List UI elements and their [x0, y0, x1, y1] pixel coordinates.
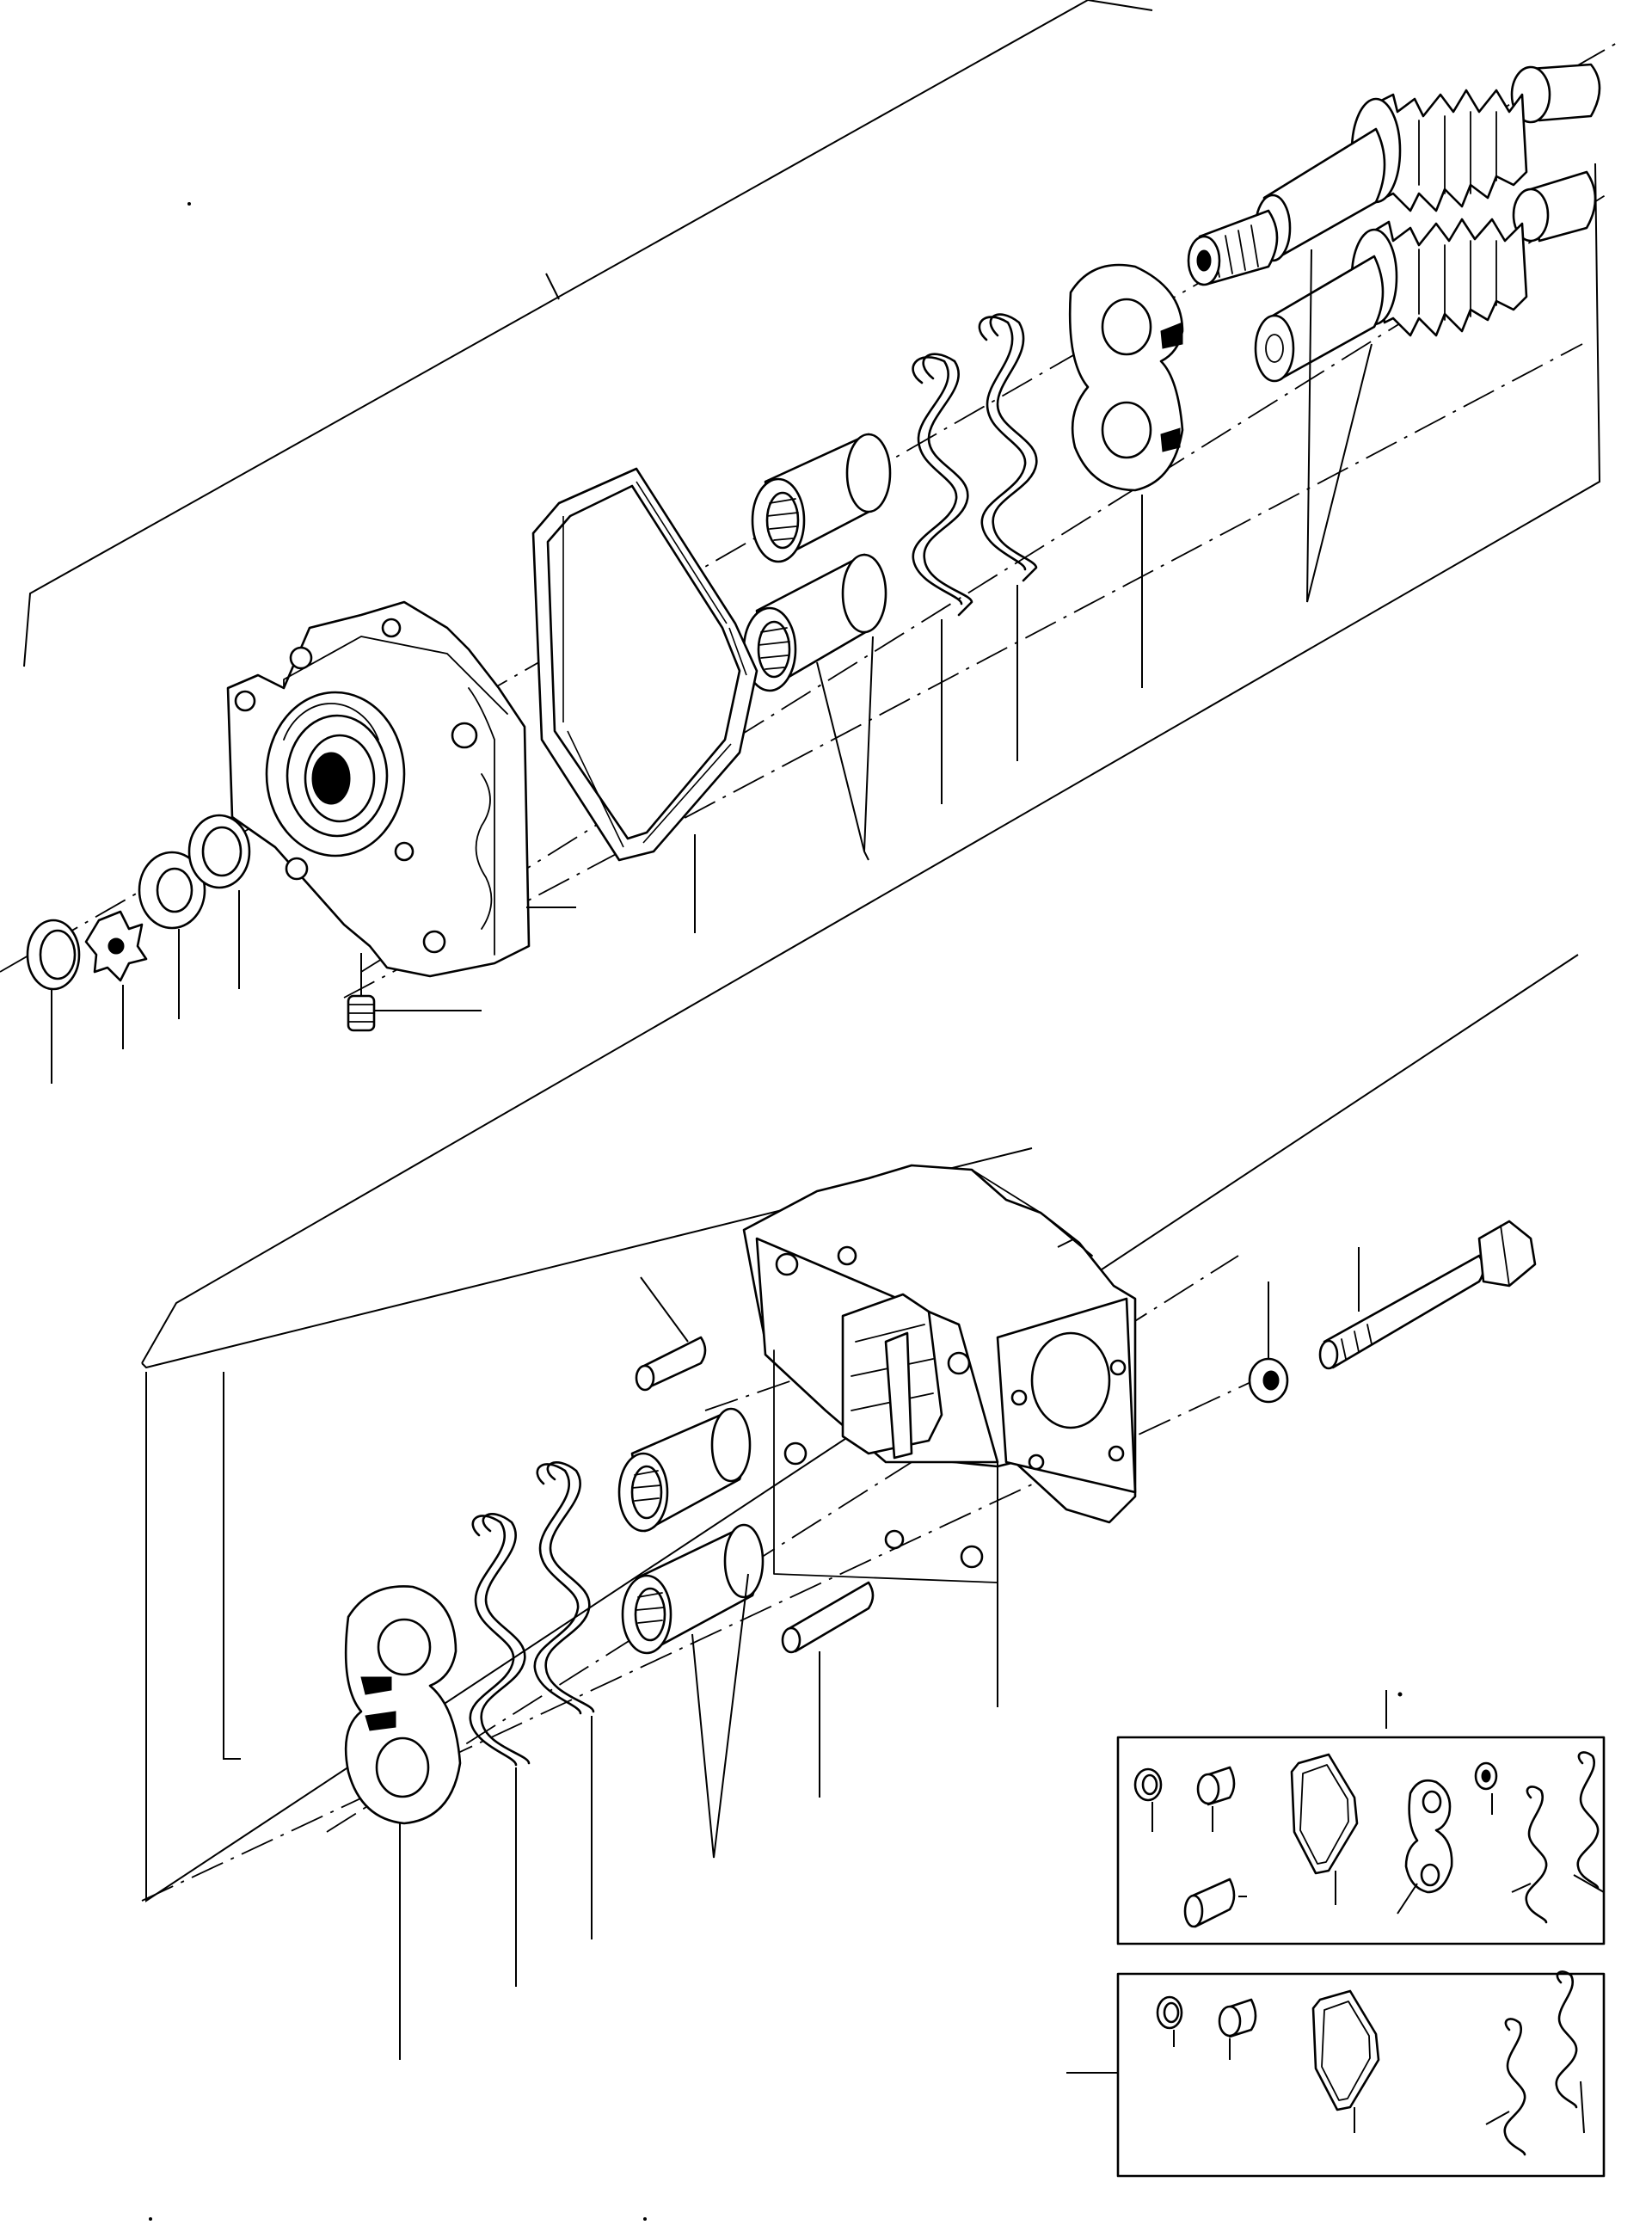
wavy-seal-bottom-1 — [469, 1513, 531, 1767]
thrust-plate-top — [1068, 263, 1184, 492]
dowel-pin-lower — [781, 1581, 875, 1654]
bottom-leader-lines — [399, 1238, 1360, 2060]
hexagonal-gasket-top — [531, 467, 758, 862]
bushing-top-upper — [751, 433, 892, 563]
bushing-bottom-upper — [617, 1407, 752, 1533]
repair-kit-a — [1116, 1690, 1606, 1945]
bolt-washer — [1248, 1357, 1289, 1404]
top-assembly-bracket — [23, 0, 1601, 1364]
seal-washer — [138, 851, 206, 930]
wavy-seal-top-1 — [912, 353, 973, 617]
mounting-bolt — [1318, 1220, 1537, 1370]
dowel-pin-upper — [635, 1336, 707, 1392]
pump-body-housing — [742, 1164, 1137, 1583]
stray-dot — [1397, 1692, 1403, 1697]
drive-gear-shaft — [1187, 63, 1601, 286]
bushing-bottom-lower — [621, 1523, 765, 1655]
drain-plug — [347, 953, 376, 1032]
wavy-seal-bottom-2 — [533, 1461, 595, 1715]
stray-dot — [149, 2217, 152, 2221]
front-cover-housing — [226, 600, 531, 978]
top-leader-lines — [51, 249, 1373, 1084]
stray-dot — [187, 202, 191, 206]
bushing-top-lower — [742, 553, 887, 692]
driven-gear-shaft — [1254, 170, 1597, 383]
oil-seal — [187, 814, 251, 889]
stray-dot — [643, 2217, 647, 2221]
thrust-plate-bottom — [344, 1585, 462, 1825]
repair-kit-b — [1066, 1970, 1606, 2178]
retaining-spring-clip — [84, 910, 148, 982]
shaft-seal-ring — [26, 919, 81, 991]
wavy-seal-top-2 — [978, 313, 1038, 582]
